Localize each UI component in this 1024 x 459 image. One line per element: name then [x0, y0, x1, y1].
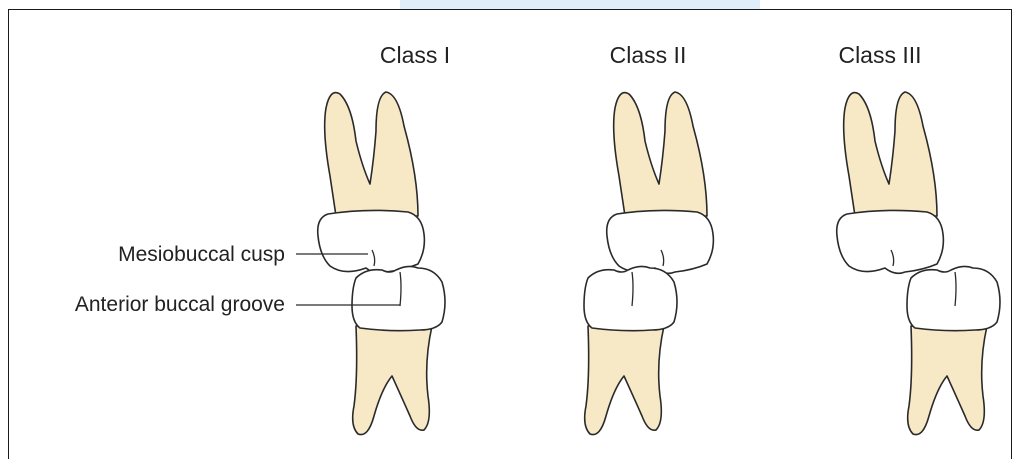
class-i-upper-molar [318, 92, 425, 273]
class-ii-lower-molar [584, 266, 677, 434]
class-iii-upper-molar [837, 92, 944, 273]
class-i-title: Class I [380, 42, 450, 68]
class-i-lower-molar [352, 266, 445, 434]
mesiobuccal-cusp-label: Mesiobuccal cusp [118, 243, 285, 266]
class-ii-title: Class II [610, 42, 687, 68]
anterior-buccal-groove-label: Anterior buccal groove [75, 293, 285, 316]
class-iii-title: Class III [838, 42, 921, 68]
class-ii-upper-molar [607, 92, 714, 273]
class-iii-lower-molar [907, 266, 1000, 434]
